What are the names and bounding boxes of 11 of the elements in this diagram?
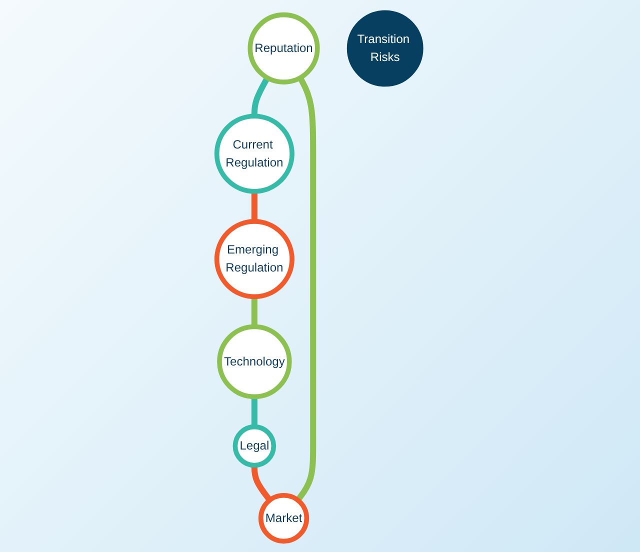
- connector: [252, 464, 272, 502]
- node-circle: Transition Risks: [347, 10, 424, 87]
- node-circle: Emerging Regulation: [214, 219, 295, 300]
- connector: [296, 76, 316, 502]
- connector: [252, 396, 258, 428]
- node-circle: Reputation: [248, 12, 320, 84]
- node-circle: Technology: [217, 324, 292, 400]
- node-circle: Current Regulation: [214, 114, 295, 194]
- connector: [252, 296, 258, 328]
- node-circle: Legal: [233, 424, 276, 468]
- node-circle: Market: [258, 492, 310, 544]
